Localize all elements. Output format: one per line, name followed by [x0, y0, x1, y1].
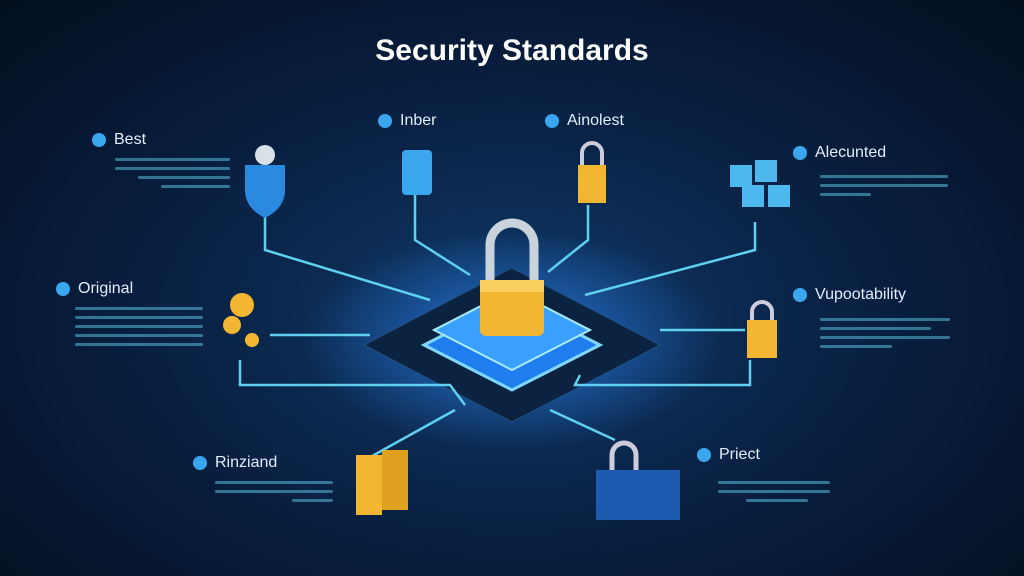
bullet-icon	[193, 456, 207, 470]
bullet-icon	[378, 114, 392, 128]
node-label-inber: Inber	[378, 112, 436, 130]
node-description	[820, 175, 948, 196]
node-label-vupootability: Vupootability	[793, 286, 906, 304]
node-description	[215, 481, 333, 502]
node-description	[820, 318, 950, 348]
bullet-icon	[92, 133, 106, 147]
padlock-icon	[747, 300, 777, 358]
connector-lines	[238, 185, 757, 462]
node-label-priect: Priect	[697, 446, 760, 464]
node-label-best: Best	[92, 131, 146, 149]
coins-icon	[223, 293, 259, 347]
bullet-icon	[697, 448, 711, 462]
node-label-rinziand: Rinziand	[193, 454, 277, 472]
bullet-icon	[793, 146, 807, 160]
padlock-icon	[578, 141, 606, 203]
node-label-alecunted: Alecunted	[793, 144, 886, 162]
bullet-icon	[545, 114, 559, 128]
box-icon	[356, 450, 408, 515]
node-label-ainolest: Ainolest	[545, 112, 624, 130]
cubes-icon	[730, 160, 790, 207]
node-description	[75, 307, 203, 346]
phone-lock-icon	[402, 150, 432, 195]
node-description	[718, 481, 830, 502]
node-label-original: Original	[56, 280, 133, 298]
page-title: Security Standards	[375, 34, 649, 67]
bullet-icon	[793, 288, 807, 302]
shield-lock-icon	[245, 145, 285, 218]
lock-box-icon	[596, 440, 680, 520]
central-padlock-icon	[480, 218, 544, 336]
bullet-icon	[56, 282, 70, 296]
node-description	[115, 158, 230, 188]
